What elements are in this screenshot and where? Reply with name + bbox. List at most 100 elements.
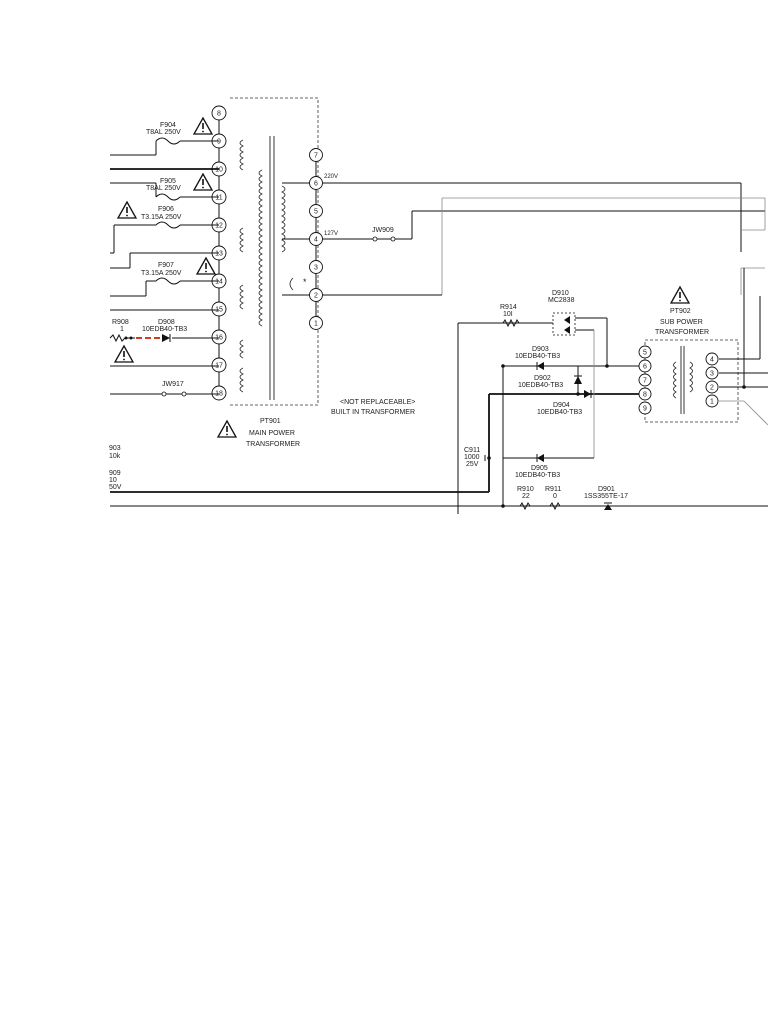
pin-5: 5 (309, 204, 323, 218)
resistor-r903-ref: 903 (109, 445, 121, 452)
main-transformer-note-2: BUILT IN TRANSFORMER (331, 409, 415, 416)
diode-d908-ref: D908 (158, 319, 175, 326)
pin-1: 1 (309, 316, 323, 330)
fuse-f906-ref: F906 (158, 206, 174, 213)
pin-label: 2 (314, 293, 318, 300)
main-transformer-name-1: MAIN POWER (249, 430, 295, 437)
fuse-f905 (155, 193, 181, 201)
fuse-f906-rating: T3.15A 250V (141, 214, 182, 221)
pin-label: 15 (215, 307, 223, 314)
pin-18: 18 (211, 385, 227, 401)
main-tap-coil (281, 185, 286, 253)
fuse-f906 (155, 221, 181, 229)
resistor-r914-ref: R914 (500, 304, 517, 311)
thermal-star: * (303, 277, 307, 287)
diode-d910-ref: D910 (552, 290, 569, 297)
resistor-r908-ref: R908 (112, 319, 129, 326)
warning-triangle-icon (116, 200, 138, 219)
pin-label: 9 (643, 406, 647, 413)
diode-d901-ref: D901 (598, 486, 615, 493)
secondary-coil (239, 339, 244, 359)
warning-triangle-icon (216, 419, 238, 438)
sub-transformer-name-2: TRANSFORMER (655, 329, 709, 336)
pin-label: 9 (217, 139, 221, 146)
diode-d903-ref: D903 (532, 346, 549, 353)
resistor-r910-val: 22 (522, 493, 530, 500)
diode-d910 (552, 312, 576, 336)
main-right-pins: 7 6 5 4 3 2 1 (309, 148, 323, 330)
pin-4: 4 (309, 232, 323, 246)
diode-d903 (537, 362, 544, 370)
diode-d902-part: 10EDB40-TB3 (518, 382, 563, 389)
secondary-coil (239, 227, 244, 253)
pin-8: 8 (211, 105, 227, 121)
pin-label: 6 (314, 181, 318, 188)
pin-label: 1 (314, 321, 318, 328)
sub-transformer-outline (644, 339, 739, 423)
pin-7: 7 (309, 148, 323, 162)
pin-3: 3 (705, 366, 719, 380)
fuse-f904 (155, 137, 181, 145)
pin-label: 17 (215, 363, 223, 370)
pin-label: 5 (643, 350, 647, 357)
diode-d905-ref: D905 (531, 465, 548, 472)
pin-label: 12 (215, 223, 223, 230)
main-transformer-outline (230, 97, 319, 406)
pin-label: 11 (215, 195, 222, 202)
pin-6: 6 (309, 176, 323, 190)
diode-d908-part: 10EDB40-TB3 (142, 326, 187, 333)
fuse-f905-ref: F905 (160, 178, 176, 185)
secondary-coil (239, 139, 244, 171)
diode-d910-part: MC2838 (548, 297, 575, 304)
resistor-r909-ref: 909 (109, 470, 121, 477)
diode-d904-ref: D904 (553, 402, 570, 409)
pin-label: 3 (710, 371, 714, 378)
pin-label: 4 (314, 237, 318, 244)
tap-220v-label: 220V (324, 174, 338, 180)
pin-6: 6 (638, 359, 652, 373)
pin-1: 1 (705, 394, 719, 408)
pin-label: 14 (215, 279, 223, 286)
pin-label: 2 (710, 385, 714, 392)
resistor-r911-val: 0 (553, 493, 557, 500)
fuse-f904-ref: F904 (160, 122, 176, 129)
capacitor-c911-val: 1000 (464, 454, 480, 461)
resistor-r910-ref: R910 (517, 486, 534, 493)
jumper-jw909 (372, 236, 396, 242)
pin-label: 6 (643, 364, 647, 371)
pin-label: 18 (215, 391, 223, 398)
diode-d904 (584, 390, 591, 398)
diode-d901-part: 1SS355TE-17 (584, 493, 628, 500)
fuse-f904-rating: T8AL 250V (146, 129, 181, 136)
secondary-coil (239, 284, 244, 310)
main-transformer-note-1: <NOT REPLACEABLE> (340, 399, 415, 406)
resistor-r911-ref: R911 (545, 486, 561, 493)
jumper-jw909-label: JW909 (372, 227, 394, 234)
resistor-r909-val: 10 (109, 477, 117, 484)
main-primary-coil (258, 169, 263, 327)
sub-secondary-coil (689, 361, 693, 393)
warning-triangle-icon (195, 256, 217, 275)
thermal-fuse (289, 277, 294, 291)
jumper-jw917 (161, 391, 187, 397)
tap-127v-label: 127V (324, 231, 338, 237)
diode-d902-ref: D902 (534, 375, 551, 382)
resistor-r910 (519, 502, 531, 511)
warning-triangle-icon (113, 344, 135, 363)
fuse-f907-ref: F907 (158, 262, 174, 269)
pin-2: 2 (309, 288, 323, 302)
sub-primary-coil (673, 361, 677, 399)
jumper-jw917-label: JW917 (162, 381, 184, 388)
pin-label: 4 (710, 357, 714, 364)
diode-d901 (604, 502, 612, 510)
fuse-f907 (155, 277, 181, 285)
pin-5: 5 (638, 345, 652, 359)
capacitor-c911-voltage: 25V (466, 461, 479, 468)
pin-label: 13 (215, 251, 223, 258)
pin-label: 7 (314, 153, 318, 160)
diode-d904-part: 10EDB40-TB3 (537, 409, 582, 416)
pin-3: 3 (309, 260, 323, 274)
resistor-r903-val: 10k (109, 453, 121, 460)
pin-label: 8 (217, 111, 221, 118)
